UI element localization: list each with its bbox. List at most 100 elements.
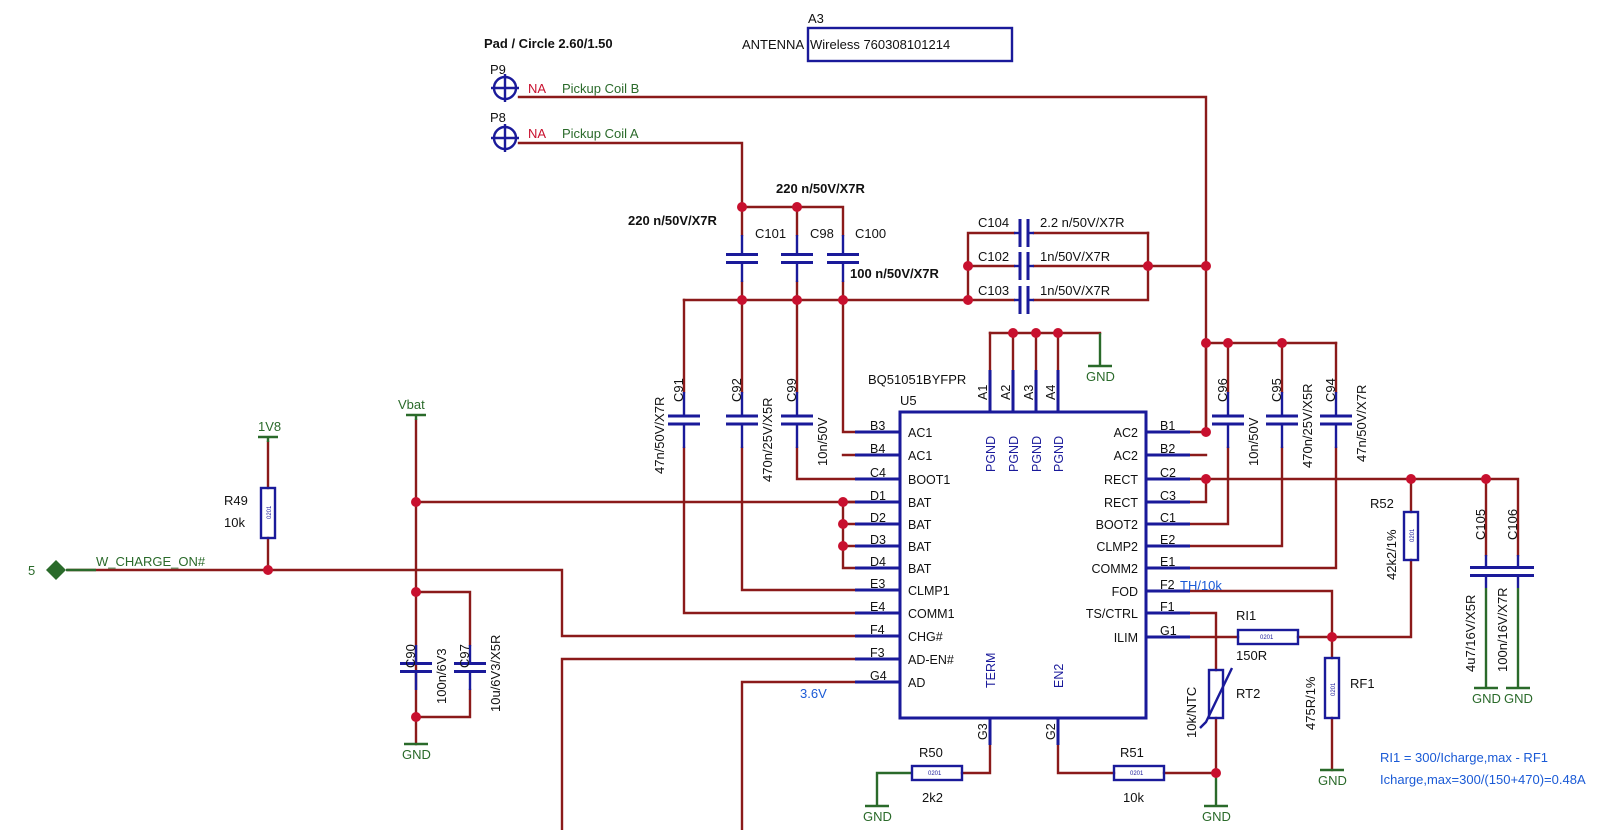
ic-pin-num: A2 (999, 385, 1013, 400)
ic-pin-name: AD-EN# (908, 653, 954, 667)
ic-pin-name: BOOT2 (1096, 518, 1138, 532)
ic-pin-num: B2 (1160, 442, 1175, 456)
svg-text:10k: 10k (1123, 790, 1144, 805)
capacitor-c98 (781, 235, 813, 282)
gnd-label: GND (1472, 691, 1501, 706)
c105-value: 4u7/16V/X5R (1463, 595, 1478, 672)
pad-p8: P8 NA Pickup Coil A (490, 110, 639, 152)
ad-voltage-label: 3.6V (800, 686, 827, 701)
c102-ref: C102 (978, 249, 1009, 264)
svg-text:RI1: RI1 (1236, 608, 1256, 623)
capacitor-c101 (726, 235, 758, 282)
junctions (263, 202, 1491, 778)
ic-pin-name: AC1 (908, 449, 932, 463)
c100-value: 100 n/50V/X7R (850, 266, 939, 281)
resistor-r51: 0201 R51 10k (1112, 745, 1166, 805)
ic-pin-num: E2 (1160, 533, 1175, 547)
c91-ref: C91 (671, 378, 686, 402)
c104-ref: C104 (978, 215, 1009, 230)
ic-pin-num: G4 (870, 669, 887, 683)
svg-text:RF1: RF1 (1350, 676, 1375, 691)
ic-pin-name: BAT (908, 540, 932, 554)
c96-value: 10n/50V (1246, 417, 1261, 466)
c99-ref: C99 (784, 378, 799, 402)
svg-text:R52: R52 (1370, 496, 1394, 511)
antenna-ref: A3 (808, 11, 824, 26)
ic-pin-name: CLMP2 (1096, 540, 1138, 554)
capacitor-c106 (1502, 555, 1534, 588)
c94-value: 47n/50V/X7R (1354, 385, 1369, 462)
ic-pin-name: BAT (908, 518, 932, 532)
ic-pin-num: A3 (1022, 385, 1036, 400)
resistor-r50: 0201 R50 2k2 (910, 745, 964, 805)
c91-value: 47n/50V/X7R (652, 397, 667, 474)
port-w-charge-on: 5 W_CHARGE_ON# (28, 554, 206, 580)
ic-u5: BQ51051BYFPR U5 (868, 372, 1148, 720)
capacitor-c95 (1266, 392, 1298, 448)
c98-ref: C98 (810, 226, 834, 241)
resistor-rf1: 0201 RF1 475R/1% (1303, 656, 1375, 730)
c94-ref: C94 (1323, 378, 1338, 402)
gnd-symbol: GND (1202, 804, 1231, 824)
ic-pin-num: C1 (1160, 511, 1176, 525)
ic-pin-name: PGND (984, 436, 998, 472)
resistor-ri1: 0201 RI1 150R (1236, 608, 1300, 663)
svg-text:R51: R51 (1120, 745, 1144, 760)
ic-pin-num: G1 (1160, 624, 1177, 638)
antenna-part: Wireless 760308101214 (810, 37, 950, 52)
ic-pin-name: CHG# (908, 630, 943, 644)
ic-pin-num: B3 (870, 419, 885, 433)
c95-value: 470n/25V/X5R (1300, 383, 1315, 468)
ic-pin-num: D2 (870, 511, 886, 525)
c101-value: 220 n/50V/X7R (628, 213, 717, 228)
capacitor-c94 (1320, 392, 1352, 448)
svg-text:W_CHARGE_ON#: W_CHARGE_ON# (96, 554, 206, 569)
c92-value: 470n/25V/X5R (760, 397, 775, 482)
ic-pin-num: B1 (1160, 419, 1175, 433)
c90-ref: C90 (403, 644, 418, 668)
c97-ref: C97 (457, 644, 472, 668)
gnd-label: GND (402, 747, 431, 762)
svg-text:0201: 0201 (267, 505, 273, 519)
power-1v8: 1V8 (258, 419, 281, 442)
thermistor-rt2: RT2 10k/NTC (1184, 667, 1260, 738)
gnd-label: GND (1202, 809, 1231, 824)
svg-text:P9: P9 (490, 62, 506, 77)
svg-text:NA: NA (528, 126, 546, 141)
svg-text:R49: R49 (224, 493, 248, 508)
ic-pin-num: E3 (870, 577, 885, 591)
c106-value: 100n/16V/X7R (1495, 587, 1510, 672)
ic-pin-name: FOD (1112, 585, 1138, 599)
svg-text:1V8: 1V8 (258, 419, 281, 434)
svg-text:42k2/1%: 42k2/1% (1384, 529, 1399, 580)
pad-label: Pad / Circle 2.60/1.50 (484, 36, 613, 51)
c101-ref: C101 (755, 226, 786, 241)
svg-text:RT2: RT2 (1236, 686, 1260, 701)
ic-pin-name: AC2 (1114, 426, 1138, 440)
ic-pin-num: G3 (976, 723, 990, 740)
power-vbat: Vbat (398, 397, 426, 420)
c100-ref: C100 (855, 226, 886, 241)
gnd-symbol: GND (863, 804, 892, 824)
svg-text:P8: P8 (490, 110, 506, 125)
svg-text:Pickup Coil A: Pickup Coil A (562, 126, 639, 141)
svg-text:0201: 0201 (1260, 635, 1274, 641)
ic-pin-num: A4 (1044, 385, 1058, 400)
capacitor-c104 (1014, 219, 1034, 247)
horizontal-caps (1014, 219, 1034, 314)
note-ri1-formula: RI1 = 300/Icharge,max - RF1 (1380, 750, 1548, 765)
ic-pin-num: D4 (870, 555, 886, 569)
ic-pin-num: F1 (1160, 600, 1175, 614)
ic-pin-name: PGND (1030, 436, 1044, 472)
svg-text:5: 5 (28, 563, 35, 578)
capacitor-c97 (454, 645, 486, 690)
ic-pin-num: E4 (870, 600, 885, 614)
svg-text:2k2: 2k2 (922, 790, 943, 805)
gnd-symbol: GND (1086, 364, 1115, 384)
ic-pin-name: AD (908, 676, 925, 690)
c106-ref: C106 (1505, 509, 1520, 540)
svg-text:Vbat: Vbat (398, 397, 425, 412)
svg-text:150R: 150R (1236, 648, 1267, 663)
